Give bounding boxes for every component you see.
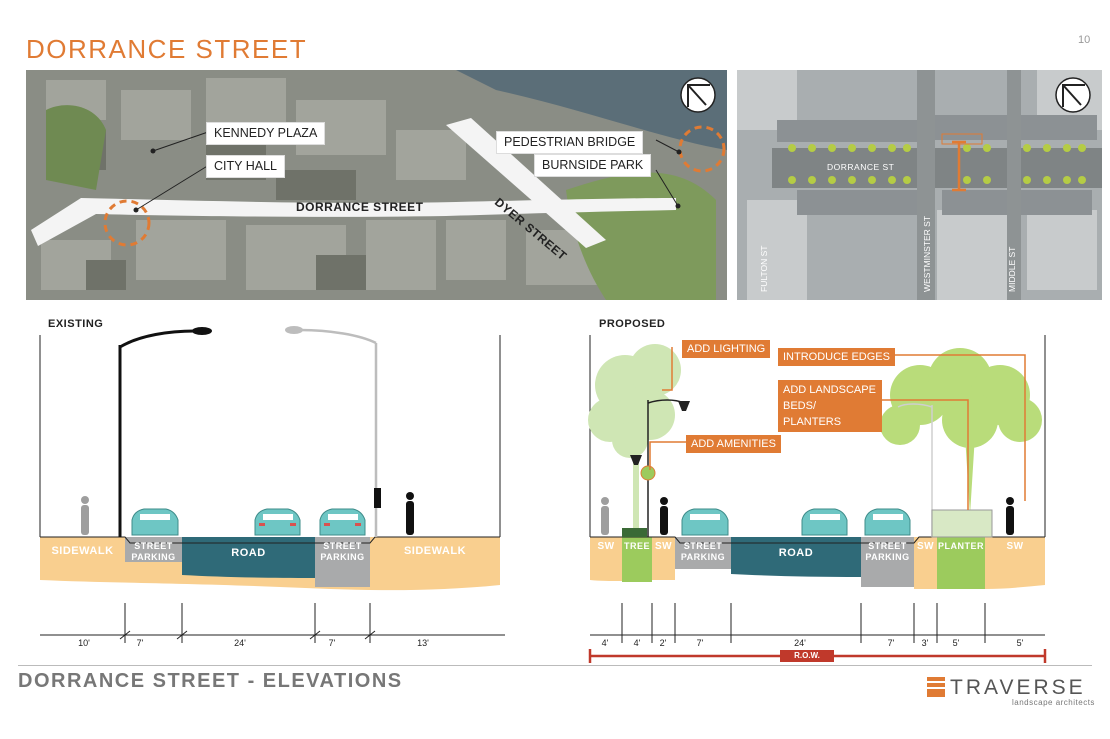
label-westminster-st: WESTMINSTER ST (922, 215, 932, 292)
zone-sidewalk-left: SIDEWALK (51, 545, 114, 557)
page-number: 10 (1078, 34, 1091, 46)
aerial-detail-image (737, 70, 1102, 300)
existing-dim-2: 7' (136, 638, 144, 648)
zone-street-parking-left: STREET PARKING (131, 541, 176, 562)
proposed-dim-4: 7' (696, 638, 704, 648)
footer-title: DORRANCE STREET - ELEVATIONS (18, 670, 403, 692)
label-kennedy-plaza: KENNEDY PLAZA (206, 122, 326, 145)
callout-add-amenities: ADD AMENITIES (686, 435, 781, 453)
label-middle-st: MIDDLE ST (1007, 246, 1017, 292)
zone-road: ROAD (231, 547, 266, 559)
proposed-section-drawing (588, 335, 1047, 663)
zone-tree: TREE (623, 541, 650, 551)
existing-heading: EXISTING (48, 318, 104, 330)
callout-introduce-edges: INTRODUCE EDGES (778, 348, 895, 366)
existing-dim-5: 13' (417, 638, 429, 648)
existing-dim-3: 24' (234, 638, 246, 648)
row-label: R.O.W. (794, 651, 820, 660)
zone-street-parking-right: STREET PARKING (320, 541, 365, 562)
zone-sw-4: SW (1006, 541, 1024, 552)
existing-dim-4: 7' (328, 638, 336, 648)
footer-divider (18, 665, 1092, 666)
existing-dim-1: 10' (78, 638, 90, 648)
proposed-dim-5: 24' (794, 638, 806, 648)
aerial-map-context: KENNEDY PLAZA CITY HALL PEDESTRIAN BRIDG… (26, 70, 727, 300)
proposed-dim-8: 5' (952, 638, 960, 648)
label-dorrance-st: DORRANCE ST (827, 162, 895, 172)
callout-add-lighting: ADD LIGHTING (682, 340, 771, 358)
zone-sw-3: SW (916, 541, 935, 552)
zone-road: ROAD (778, 547, 814, 559)
proposed-dim-6: 7' (887, 638, 895, 648)
zone-sidewalk-right: SIDEWALK (403, 545, 467, 557)
proposed-heading: PROPOSED (599, 318, 666, 330)
proposed-dim-7: 3' (921, 638, 929, 648)
proposed-dim-1: 4' (601, 638, 609, 648)
zone-planter: PLANTER (938, 541, 984, 551)
zone-sw-2: SW (654, 541, 673, 552)
zone-street-parking-right: STREET PARKING (865, 541, 910, 562)
brand-subtitle: landscape architects (1012, 698, 1095, 707)
aerial-map-detail: DORRANCE ST FULTON ST WESTMINSTER ST MID… (737, 70, 1102, 300)
label-burnside-park: BURNSIDE PARK (534, 154, 652, 177)
aerial-map-image (26, 70, 727, 300)
label-fulton-st: FULTON ST (759, 245, 769, 292)
existing-section-drawing (39, 326, 505, 643)
zone-street-parking-left: STREET PARKING (680, 541, 726, 562)
zone-sw-1: SW (597, 541, 615, 552)
north-arrow-icon (1055, 77, 1091, 113)
callout-add-landscape: ADD LANDSCAPE BEDS/ PLANTERS (778, 380, 882, 432)
proposed-dim-2: 4' (633, 638, 641, 648)
brand-name: TRAVERSE (950, 676, 1086, 699)
label-city-hall: CITY HALL (206, 155, 285, 178)
page-title: DORRANCE STREET (26, 34, 308, 64)
north-arrow-icon (680, 77, 716, 113)
label-pedestrian-bridge: PEDESTRIAN BRIDGE (496, 131, 644, 154)
traverse-logo-icon (927, 677, 945, 697)
label-dorrance-street: DORRANCE STREET (296, 200, 424, 214)
proposed-dim-3: 2' (659, 638, 667, 648)
proposed-dim-9: 5' (1016, 638, 1024, 648)
